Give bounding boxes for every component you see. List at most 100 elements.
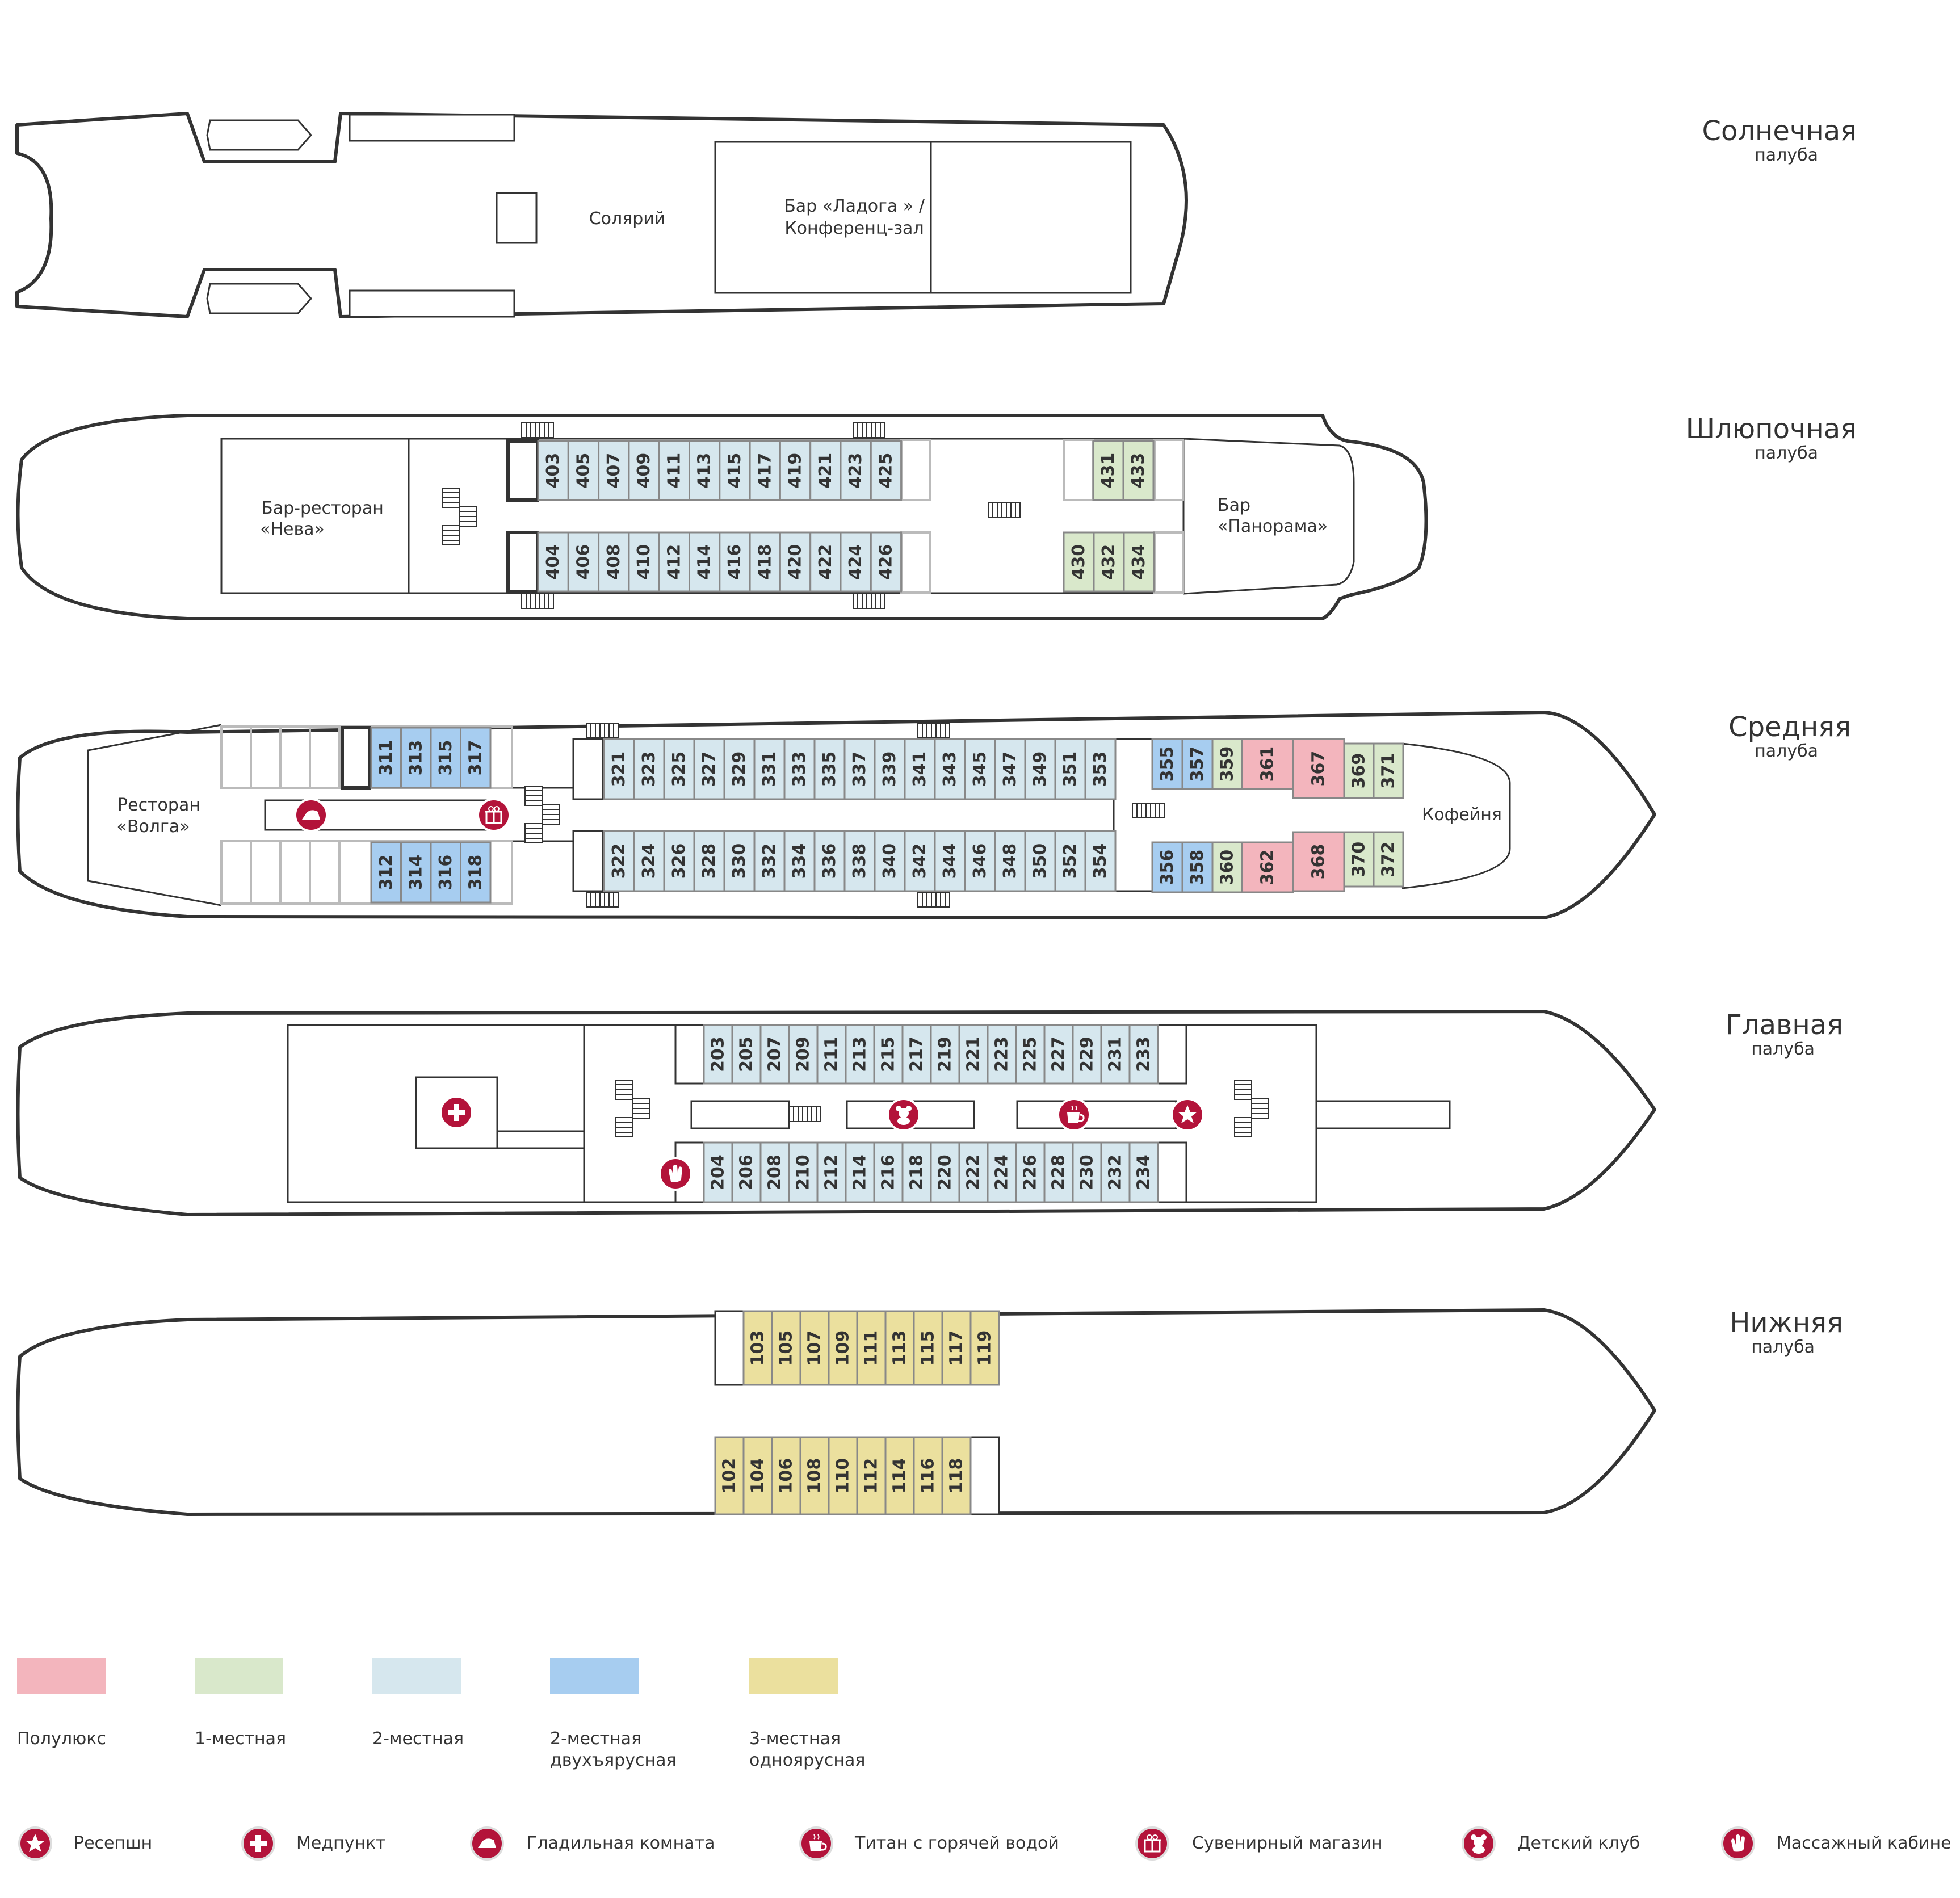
cabin-number: 102 [720, 1458, 740, 1494]
cabin [840, 531, 872, 593]
cabin [537, 531, 569, 593]
cabin-number: 357 [1187, 746, 1207, 782]
restaurant-volga-name: «Волга» [117, 817, 190, 837]
sun-deck: Солярий Бар «Ладога » / Конференц-зал [15, 112, 1188, 318]
cabin [994, 830, 1026, 892]
boat-corridor-end-2 [506, 531, 539, 593]
cabin-number: 316 [436, 855, 456, 891]
stairs-icon [524, 786, 543, 806]
star-icon [1170, 1098, 1204, 1132]
cabin [813, 830, 846, 892]
cabin-number: 220 [935, 1154, 955, 1190]
cabin [913, 1436, 943, 1515]
cabin-number: 370 [1349, 842, 1369, 877]
legend-swatch-double-bunk [550, 1658, 639, 1694]
restaurant-neva-name: «Нева» [260, 519, 325, 539]
stairs-icon [853, 593, 885, 609]
cabin-number: 410 [634, 544, 654, 580]
cabin [714, 1436, 745, 1515]
cabin-number: 350 [1030, 843, 1050, 879]
cabin [703, 1024, 733, 1085]
boat-deck-title: Шлюпочная палуба [1686, 414, 1857, 463]
cabin-number: 114 [890, 1458, 910, 1494]
service-label-medical: Медпункт [296, 1833, 386, 1853]
cabin [779, 531, 812, 593]
cabin [856, 1310, 887, 1386]
legend-label: 3-местная одноярусная [749, 1729, 866, 1770]
boat-gray-bottom-2 [1153, 531, 1184, 594]
cabin-number: 353 [1090, 751, 1110, 787]
boat-corridor-end-1 [506, 439, 539, 502]
cabin [749, 531, 781, 593]
service-label-hot-water: Титан с горячей водой [855, 1833, 1059, 1853]
cabin-number: 105 [777, 1330, 796, 1366]
cabin-number: 409 [634, 453, 654, 489]
cabin-number: 423 [846, 453, 866, 489]
cabin-number: 329 [729, 751, 749, 787]
cabin-number: 355 [1157, 746, 1177, 782]
deck-subtitle: палуба [1751, 1337, 1815, 1357]
cabin [930, 1141, 960, 1203]
cabin-number: 342 [910, 843, 930, 879]
cabin [460, 727, 492, 789]
cabin [723, 738, 756, 800]
stairs-icon [586, 723, 619, 738]
cabin-number: 205 [737, 1036, 757, 1072]
cabin [1043, 1141, 1074, 1203]
cabin-number: 317 [465, 740, 485, 776]
cabin [816, 1141, 847, 1203]
cabin-number: 335 [820, 751, 840, 787]
cabin-number: 318 [465, 855, 485, 891]
stairs-icon [917, 723, 950, 738]
cabin-number: 405 [573, 453, 593, 489]
cabin-number: 351 [1060, 751, 1080, 787]
cabin-number: 404 [543, 544, 563, 580]
cabin [719, 440, 751, 501]
stairs-icon [917, 892, 950, 908]
cabin-number: 331 [759, 751, 779, 787]
cabin-number: 417 [755, 453, 775, 489]
cabin [779, 440, 812, 501]
cabin-number: 422 [816, 544, 836, 580]
cabin-number: 407 [604, 453, 624, 489]
cabin [749, 440, 781, 501]
cabin-number: 228 [1049, 1154, 1069, 1190]
lifeboat-top [206, 119, 313, 151]
legend-swatch-single [195, 1658, 283, 1694]
cabin-number: 216 [879, 1154, 899, 1190]
cabin-number: 368 [1309, 844, 1329, 880]
cabin [753, 830, 786, 892]
bar-ladoga-label: Бар «Ладога » / [784, 196, 925, 216]
cabin [603, 830, 635, 892]
cabin-number: 227 [1049, 1036, 1069, 1072]
stairs-icon [615, 1080, 633, 1100]
cabin [537, 440, 569, 501]
cabin [771, 1436, 801, 1515]
service-label-ironing: Гладильная комната [527, 1833, 715, 1853]
iron-icon [294, 798, 328, 832]
cabin [987, 1024, 1017, 1085]
panorama-wall [1183, 438, 1355, 595]
deck-name: Нижняя [1730, 1307, 1843, 1339]
hot-water-cup-icon [799, 1826, 833, 1861]
cafe-wall [1401, 742, 1511, 889]
lifeboat-bottom [206, 283, 313, 314]
cabin-number: 328 [699, 843, 719, 879]
middle-corridor-end [572, 738, 604, 800]
stairs-icon [524, 823, 543, 843]
stairs-icon [459, 506, 477, 527]
cabin [1128, 1141, 1159, 1203]
cabin-number: 325 [669, 751, 689, 787]
cabin [783, 738, 816, 800]
stairs-icon [442, 525, 460, 545]
massage-hand-icon [658, 1157, 692, 1191]
teddy-bear-icon [887, 1098, 921, 1132]
lower-deck-hull [16, 1308, 1656, 1516]
cabin-number: 341 [910, 751, 930, 787]
middle-room-left-b [220, 840, 513, 905]
cabin-number: 315 [436, 740, 456, 776]
solarium-label: Солярий [589, 209, 666, 229]
medical-cross-icon [439, 1095, 473, 1129]
cabin [969, 1310, 1000, 1386]
